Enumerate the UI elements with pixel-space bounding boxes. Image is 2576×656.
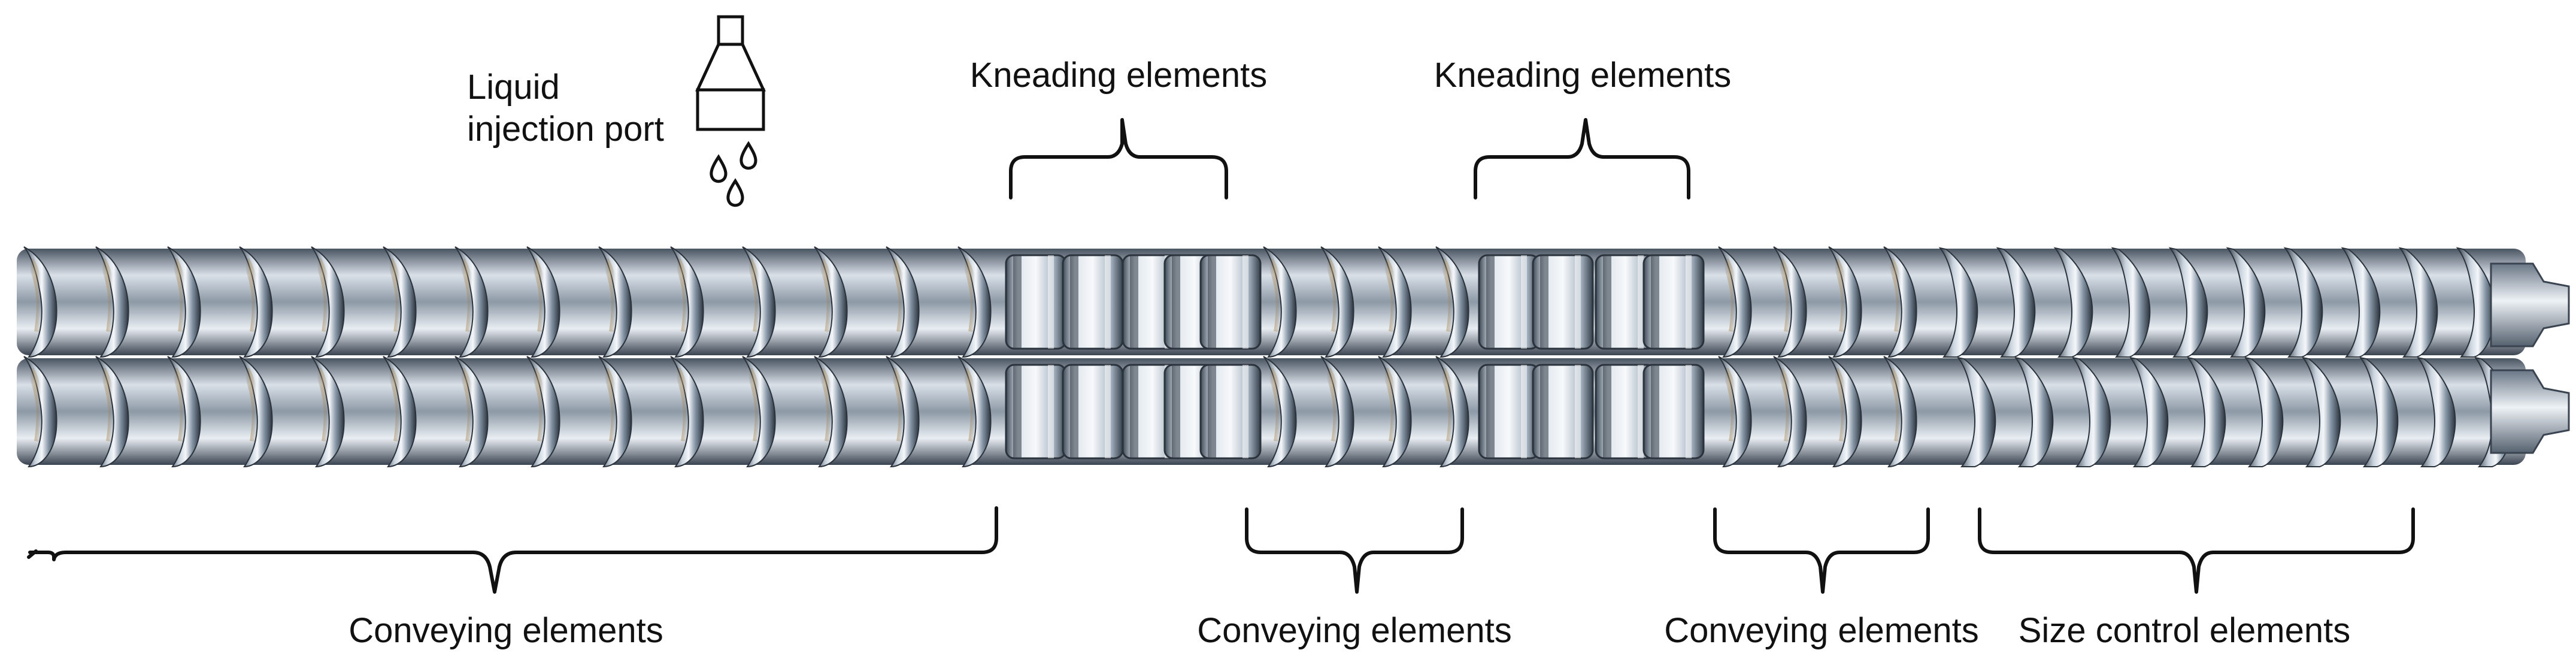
kneading-disc [1062, 364, 1124, 459]
kneading-disc [1062, 254, 1124, 350]
brace-size-control [1978, 507, 2415, 594]
kneading-block-bottom-2 [1478, 364, 1705, 459]
kneading-disc [1478, 364, 1540, 459]
kneading-label-1: Kneading elements [970, 56, 1268, 95]
size-control-label: Size control elements [2019, 611, 2350, 650]
injection-label-line2: injection port [467, 110, 664, 149]
kneading-disc [1478, 254, 1540, 350]
brace-kneading-1 [1009, 118, 1228, 199]
kneading-block-top-1 [1005, 254, 1262, 350]
conveying-label-2: Conveying elements [1197, 611, 1512, 650]
kneading-disc [1199, 364, 1262, 459]
screw-bottom [17, 356, 2570, 467]
kneading-disc [1532, 254, 1594, 350]
screw-tip-top [2490, 262, 2570, 347]
injection-label-line1: Liquid [467, 68, 560, 107]
kneading-label-2: Kneading elements [1434, 56, 1732, 95]
kneading-disc [1532, 364, 1594, 459]
injection-nozzle-icon [695, 15, 766, 131]
kneading-disc [1642, 254, 1705, 350]
screw-top [17, 247, 2570, 357]
conveying-label-1: Conveying elements [348, 611, 663, 650]
droplet-icon [710, 141, 757, 207]
brace-conveying-2 [1245, 507, 1464, 594]
kneading-disc [1199, 254, 1262, 350]
conveying-label-3: Conveying elements [1664, 611, 1979, 650]
kneading-disc [1005, 364, 1067, 459]
screw-tip-bottom [2490, 369, 2570, 454]
kneading-disc [1005, 254, 1067, 350]
kneading-disc [1642, 364, 1705, 459]
kneading-block-bottom-1 [1005, 364, 1262, 459]
kneading-block-top-2 [1478, 254, 1705, 350]
brace-conveying-1 [27, 506, 998, 594]
brace-conveying-3 [1713, 507, 1930, 594]
brace-kneading-2 [1474, 118, 1690, 199]
